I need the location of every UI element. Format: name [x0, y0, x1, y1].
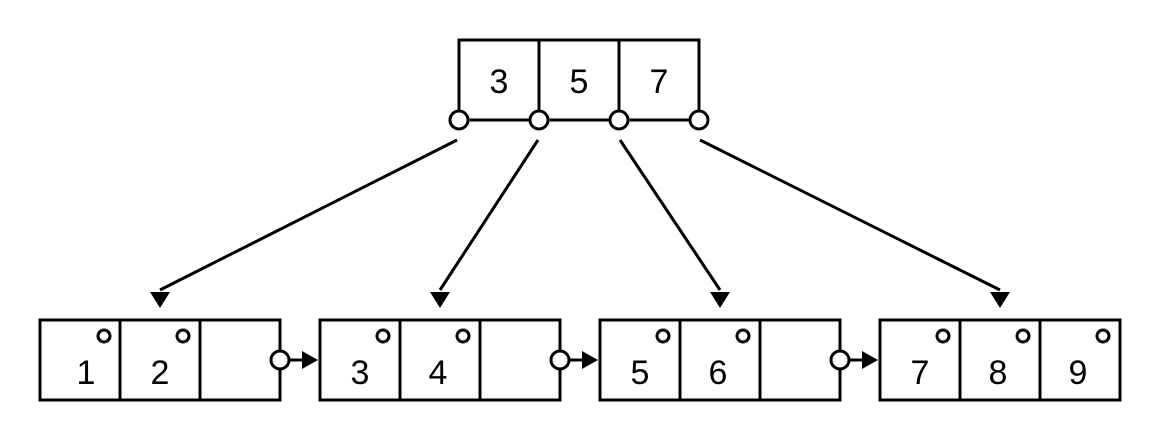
- leaf-2-key-2: 4: [429, 354, 448, 392]
- leaf-4-record-pointer-2: [1015, 328, 1031, 344]
- leaf-node-1: 1 2: [38, 318, 318, 402]
- root-cell-2: [537, 38, 621, 122]
- arrowhead-leaf-3: [710, 292, 730, 308]
- arrowhead-leaf-4: [990, 292, 1010, 308]
- leaf-4-key-1: 7: [911, 354, 930, 392]
- root-node: 3 5 7: [448, 38, 710, 131]
- leaf-2-record-pointer-1: [375, 328, 391, 344]
- leaf-1-record-pointer-1: [96, 328, 112, 344]
- leaf-3-record-pointer-2: [735, 328, 751, 344]
- leaf-4-key-3: 9: [1069, 354, 1088, 392]
- arrowhead-leaf-1: [150, 292, 170, 308]
- root-cell-1: [457, 38, 541, 122]
- leaf-2-cell-3: [478, 318, 562, 402]
- root-pointer-1: [448, 109, 470, 131]
- leaf-3-cell-3: [758, 318, 842, 402]
- leaf-3-next-pointer: [829, 349, 851, 371]
- leaf-2-record-pointer-2: [455, 328, 471, 344]
- leaf-node-3: 5 6: [598, 318, 878, 402]
- edge-root-to-leaf-3: [618, 139, 722, 291]
- leaf-3-record-pointer-1: [655, 328, 671, 344]
- leaf-1-key-2: 2: [151, 354, 170, 392]
- leaf-4-key-2: 8: [989, 354, 1008, 392]
- tree-edges: [150, 138, 1010, 308]
- leaf-1-cell-3: [198, 318, 282, 402]
- leaf-1-next-arrowhead: [302, 351, 318, 369]
- root-pointer-2: [528, 109, 550, 131]
- leaf-2-next-pointer: [549, 349, 571, 371]
- leaf-4-record-pointer-3: [1095, 328, 1111, 344]
- root-pointer-4: [688, 109, 710, 131]
- edge-root-to-leaf-4: [699, 138, 1001, 292]
- leaf-1-key-1: 1: [77, 354, 96, 392]
- leaf-node-4: 7 8 9: [878, 318, 1122, 402]
- leaf-3-key-1: 5: [631, 354, 650, 392]
- leaf-1-next-pointer: [269, 349, 291, 371]
- root-cell-3: [617, 38, 701, 122]
- leaf-2-key-1: 3: [351, 354, 370, 392]
- leaf-3-next-arrowhead: [862, 351, 878, 369]
- root-key-2: 5: [570, 63, 589, 101]
- root-pointer-3: [608, 109, 630, 131]
- root-key-1: 3: [490, 63, 509, 101]
- leaf-node-2: 3 4: [318, 318, 598, 402]
- edge-root-to-leaf-1: [159, 138, 458, 292]
- leaf-1-record-pointer-2: [175, 328, 191, 344]
- leaf-3-key-2: 6: [709, 354, 728, 392]
- leaf-4-cell-1: [878, 318, 962, 402]
- leaf-4-cell-2: [958, 318, 1042, 402]
- leaf-4-record-pointer-1: [935, 328, 951, 344]
- root-key-3: 7: [650, 63, 669, 101]
- arrowhead-leaf-2: [430, 292, 450, 308]
- leaf-2-next-arrowhead: [582, 351, 598, 369]
- edge-root-to-leaf-2: [438, 139, 540, 291]
